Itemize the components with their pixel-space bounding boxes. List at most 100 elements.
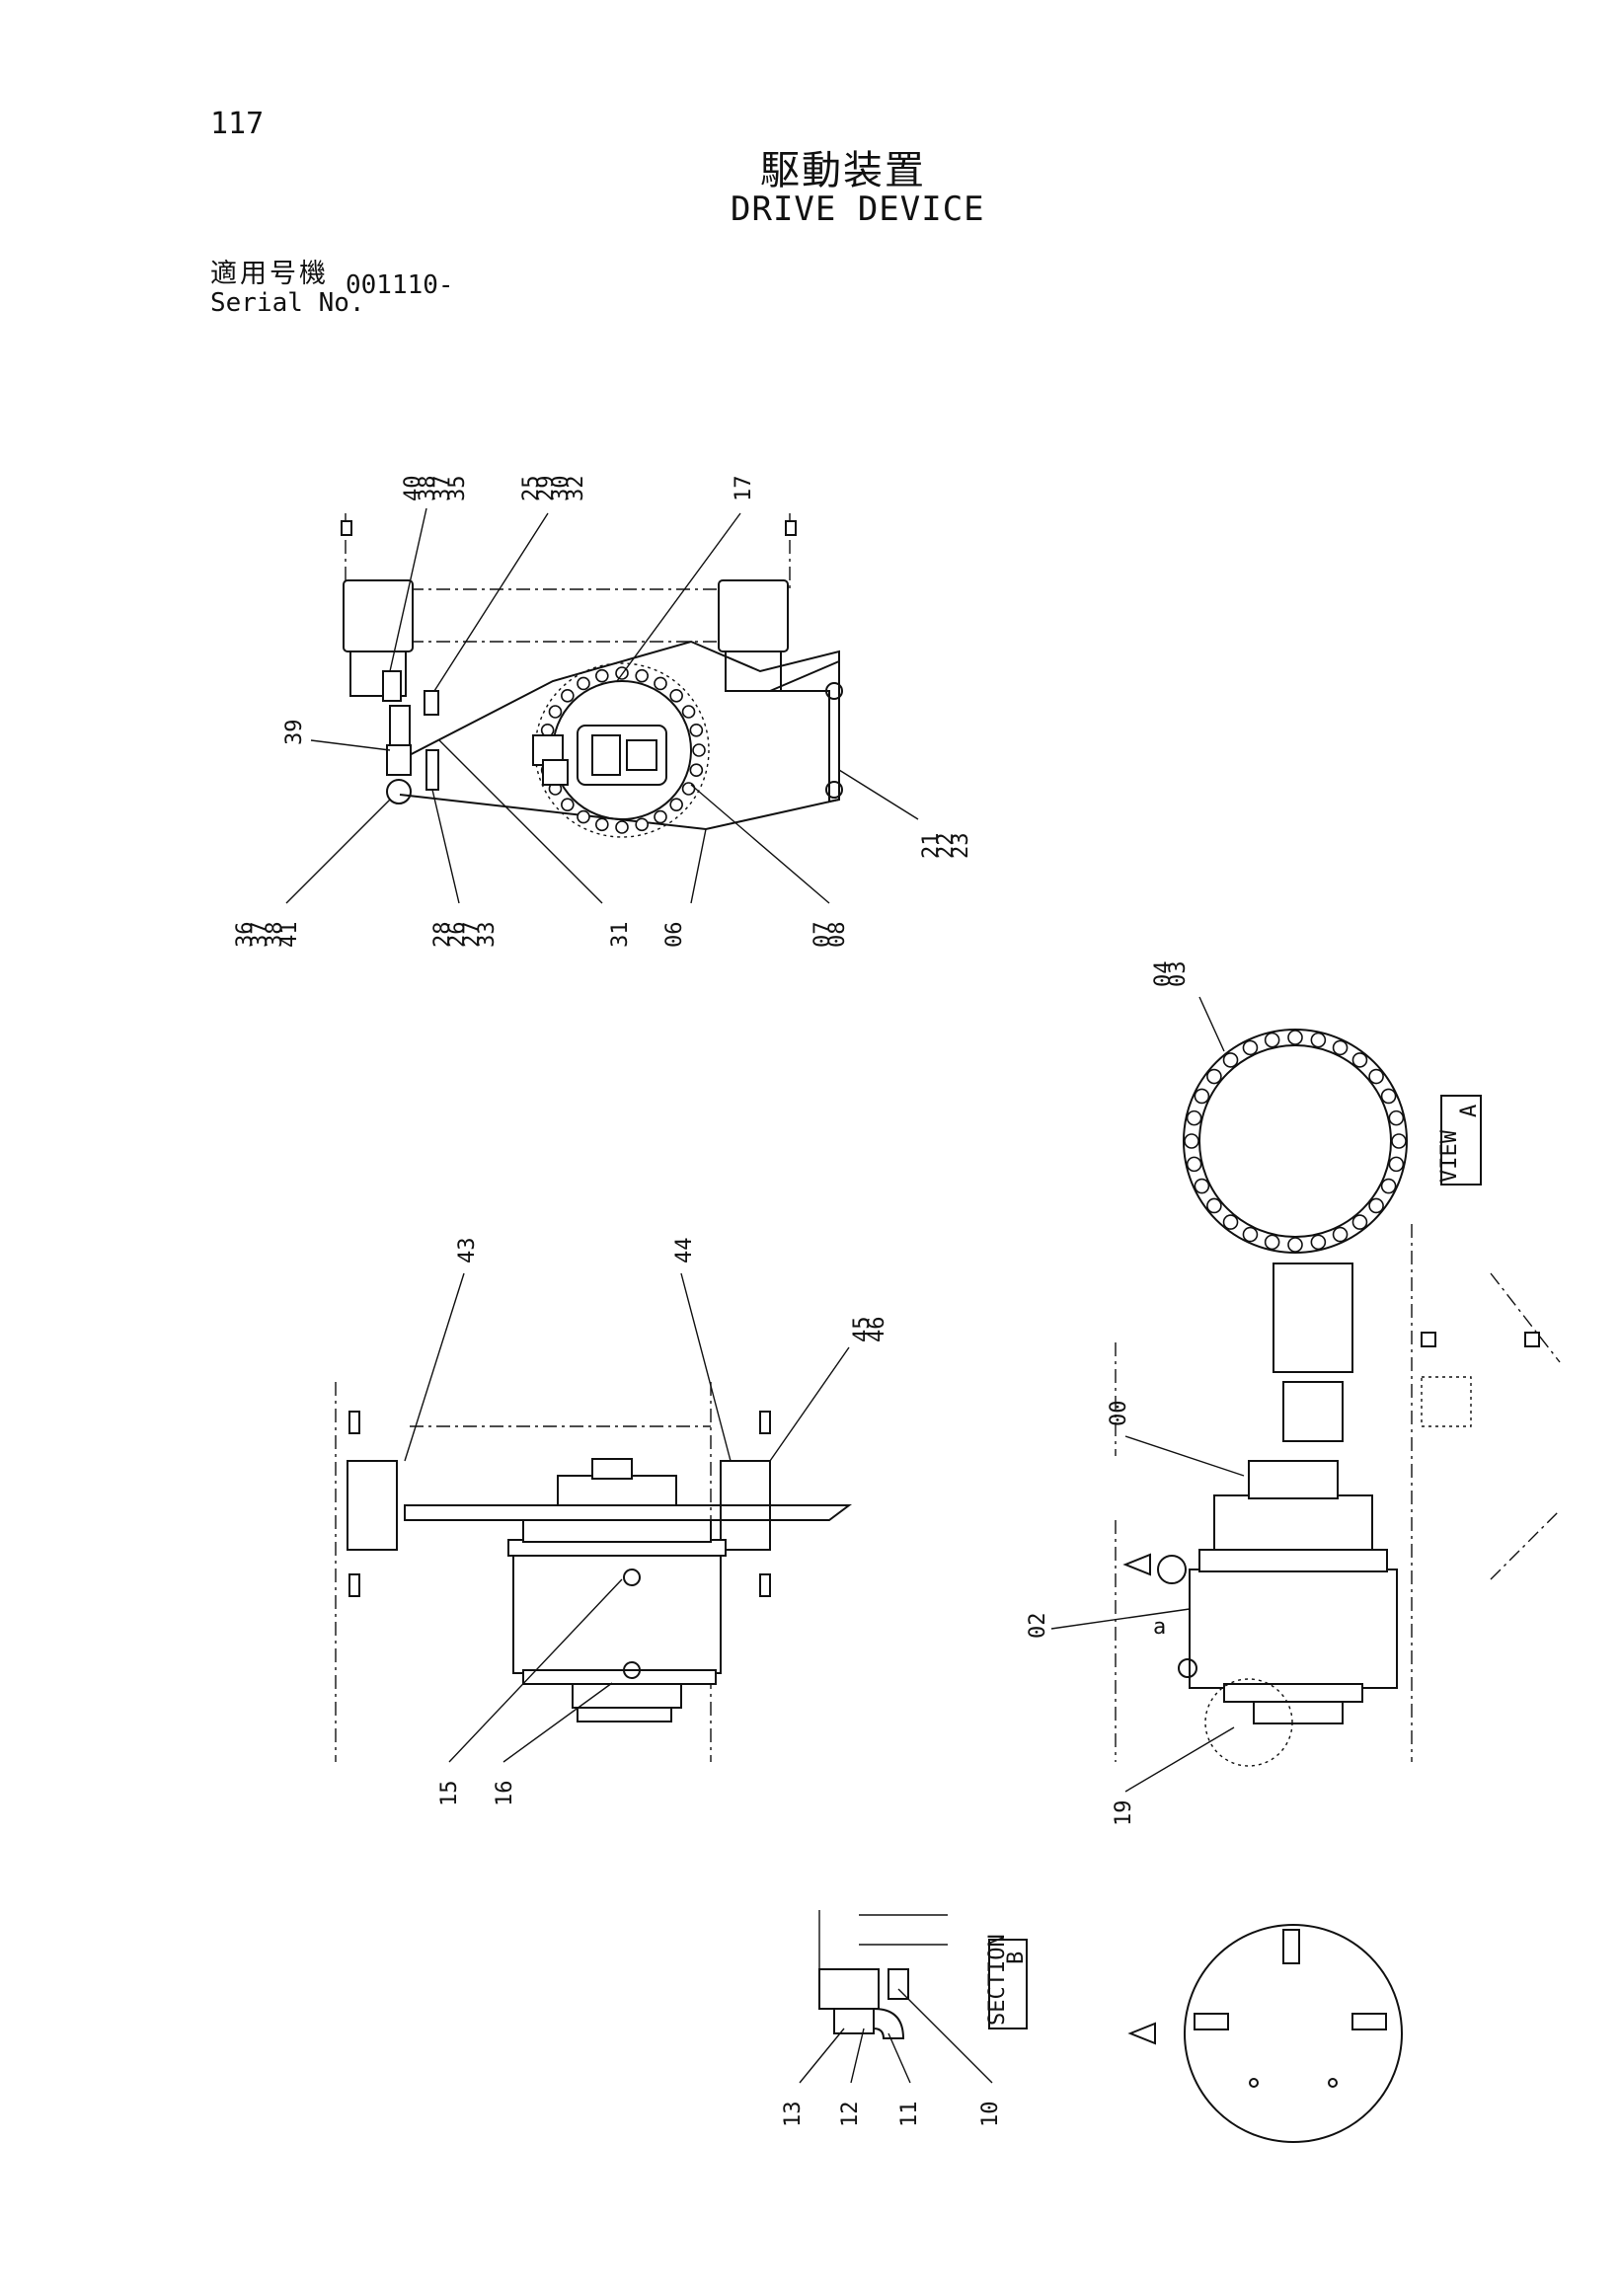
bolt-hole xyxy=(1310,1032,1327,1048)
callout-number: 37 xyxy=(430,476,455,502)
bolt-hole xyxy=(1206,1068,1222,1085)
callout-number: 38 xyxy=(416,476,440,502)
bolt-hole xyxy=(1368,1068,1384,1085)
bolt-hole xyxy=(1287,1237,1303,1253)
callout-number: 25 xyxy=(519,476,544,502)
bolt-hole xyxy=(1222,1214,1239,1230)
callout-number: 02 xyxy=(1026,1613,1050,1640)
callout-number: 27 xyxy=(460,922,485,949)
callout-number: 35 xyxy=(445,476,470,502)
bolt-hole xyxy=(1264,1032,1280,1048)
callout-number: 15 xyxy=(437,1781,462,1807)
callout-number: 21 xyxy=(919,833,944,860)
callout-number: 10 xyxy=(978,2102,1003,2128)
bolt-hole xyxy=(1391,1133,1407,1149)
bolt-hole xyxy=(635,817,649,832)
bolt-hole xyxy=(654,676,667,691)
callout-number: 07 xyxy=(810,922,835,949)
bolt-hole xyxy=(1206,1197,1222,1214)
callout-number: 00 xyxy=(1107,1401,1131,1427)
callout-number: 43 xyxy=(455,1238,480,1264)
callout-number: 17 xyxy=(732,476,756,502)
serial-number-value: 001110- xyxy=(346,270,454,300)
front-view-assembly xyxy=(1115,1224,1561,1767)
bolt-hole xyxy=(1332,1226,1349,1243)
bolt-hole xyxy=(1368,1197,1384,1214)
callout-number: 40 xyxy=(401,476,425,502)
bolt-hole xyxy=(595,668,609,683)
callout-number: 08 xyxy=(825,922,850,949)
bolt-hole xyxy=(1332,1039,1349,1056)
bolt-hole xyxy=(1380,1088,1397,1105)
detail-a-label: a xyxy=(1153,1615,1166,1640)
bolt-hole xyxy=(1264,1234,1280,1251)
callout-number: 16 xyxy=(493,1781,517,1807)
callout-number: 39 xyxy=(282,720,307,746)
top-view-assembly xyxy=(341,513,843,838)
bolt-hole xyxy=(1184,1133,1199,1149)
bolt-hole xyxy=(1186,1110,1202,1126)
view-a-tag-en: VIEW xyxy=(1437,1129,1462,1183)
callout-number: 32 xyxy=(564,476,588,502)
bolt-hole xyxy=(1194,1088,1210,1105)
bolt-hole xyxy=(1287,1030,1303,1045)
section-b-tag: SECTION B xyxy=(985,1934,1029,2029)
bolt-hole xyxy=(692,743,706,757)
serial-label-english: Serial No. xyxy=(210,288,365,318)
view-a-tag-letter: A xyxy=(1457,1105,1482,1117)
bolt-hole xyxy=(577,809,590,824)
bolt-hole xyxy=(1242,1226,1259,1243)
bolt-hole xyxy=(669,798,683,811)
bolt-hole xyxy=(561,798,575,811)
bolt-hole xyxy=(681,782,696,796)
callout-number: 19 xyxy=(1112,1800,1136,1827)
bolt-hole xyxy=(1186,1156,1202,1173)
callout-number: 38 xyxy=(263,922,287,949)
callout-number: 12 xyxy=(838,2102,863,2128)
callout-number: 31 xyxy=(608,922,633,949)
bolt-hole xyxy=(1380,1178,1397,1194)
bolt-hole xyxy=(1310,1234,1327,1251)
callout-leaders xyxy=(285,507,1245,2084)
callout-number: 04 xyxy=(1151,961,1176,988)
bolt-hole xyxy=(635,668,649,683)
page-number: 117 xyxy=(210,107,265,141)
bolt-hole xyxy=(1242,1039,1259,1056)
bolt-hole xyxy=(577,676,590,691)
section-b-tag-letter: B xyxy=(1004,1952,1029,1964)
title-english: DRIVE DEVICE xyxy=(731,190,985,229)
callout-number: 11 xyxy=(897,2102,922,2128)
bolt-hole xyxy=(1351,1052,1368,1068)
callout-number: 28 xyxy=(430,922,455,949)
serial-label-japanese: 適用号機 xyxy=(210,259,329,289)
bolt-hole xyxy=(548,705,563,719)
view-a-bolt-ring xyxy=(1183,1029,1408,1254)
bottom-flange-circle xyxy=(1127,1924,1403,2143)
callout-number: 23 xyxy=(949,833,973,860)
callout-number: 44 xyxy=(672,1238,697,1264)
view-a-tag: VIEW A xyxy=(1437,1095,1482,1186)
callout-number: 41 xyxy=(277,922,302,949)
bolt-hole xyxy=(1222,1052,1239,1068)
section-b-tag-en: SECTION xyxy=(985,1934,1010,2026)
bolt-hole xyxy=(595,817,609,832)
side-view-assembly xyxy=(335,1382,852,1762)
bolt-hole xyxy=(1388,1110,1405,1126)
callout-number: 33 xyxy=(475,922,500,949)
bolt-hole xyxy=(654,809,667,824)
callout-number: 46 xyxy=(865,1317,889,1343)
bolt-hole xyxy=(689,763,704,777)
bolt-hole xyxy=(689,724,704,737)
title-japanese: 駆動装置 xyxy=(760,148,926,193)
callout-number: 37 xyxy=(248,922,272,949)
callout-number: 03 xyxy=(1166,961,1191,988)
callout-number: 22 xyxy=(934,833,959,860)
bolt-hole xyxy=(1194,1178,1210,1194)
callout-number: 36 xyxy=(233,922,258,949)
bolt-hole xyxy=(1388,1156,1405,1173)
bolt-hole xyxy=(1351,1214,1368,1230)
callout-number: 45 xyxy=(850,1317,875,1343)
callout-number: 06 xyxy=(662,922,687,949)
